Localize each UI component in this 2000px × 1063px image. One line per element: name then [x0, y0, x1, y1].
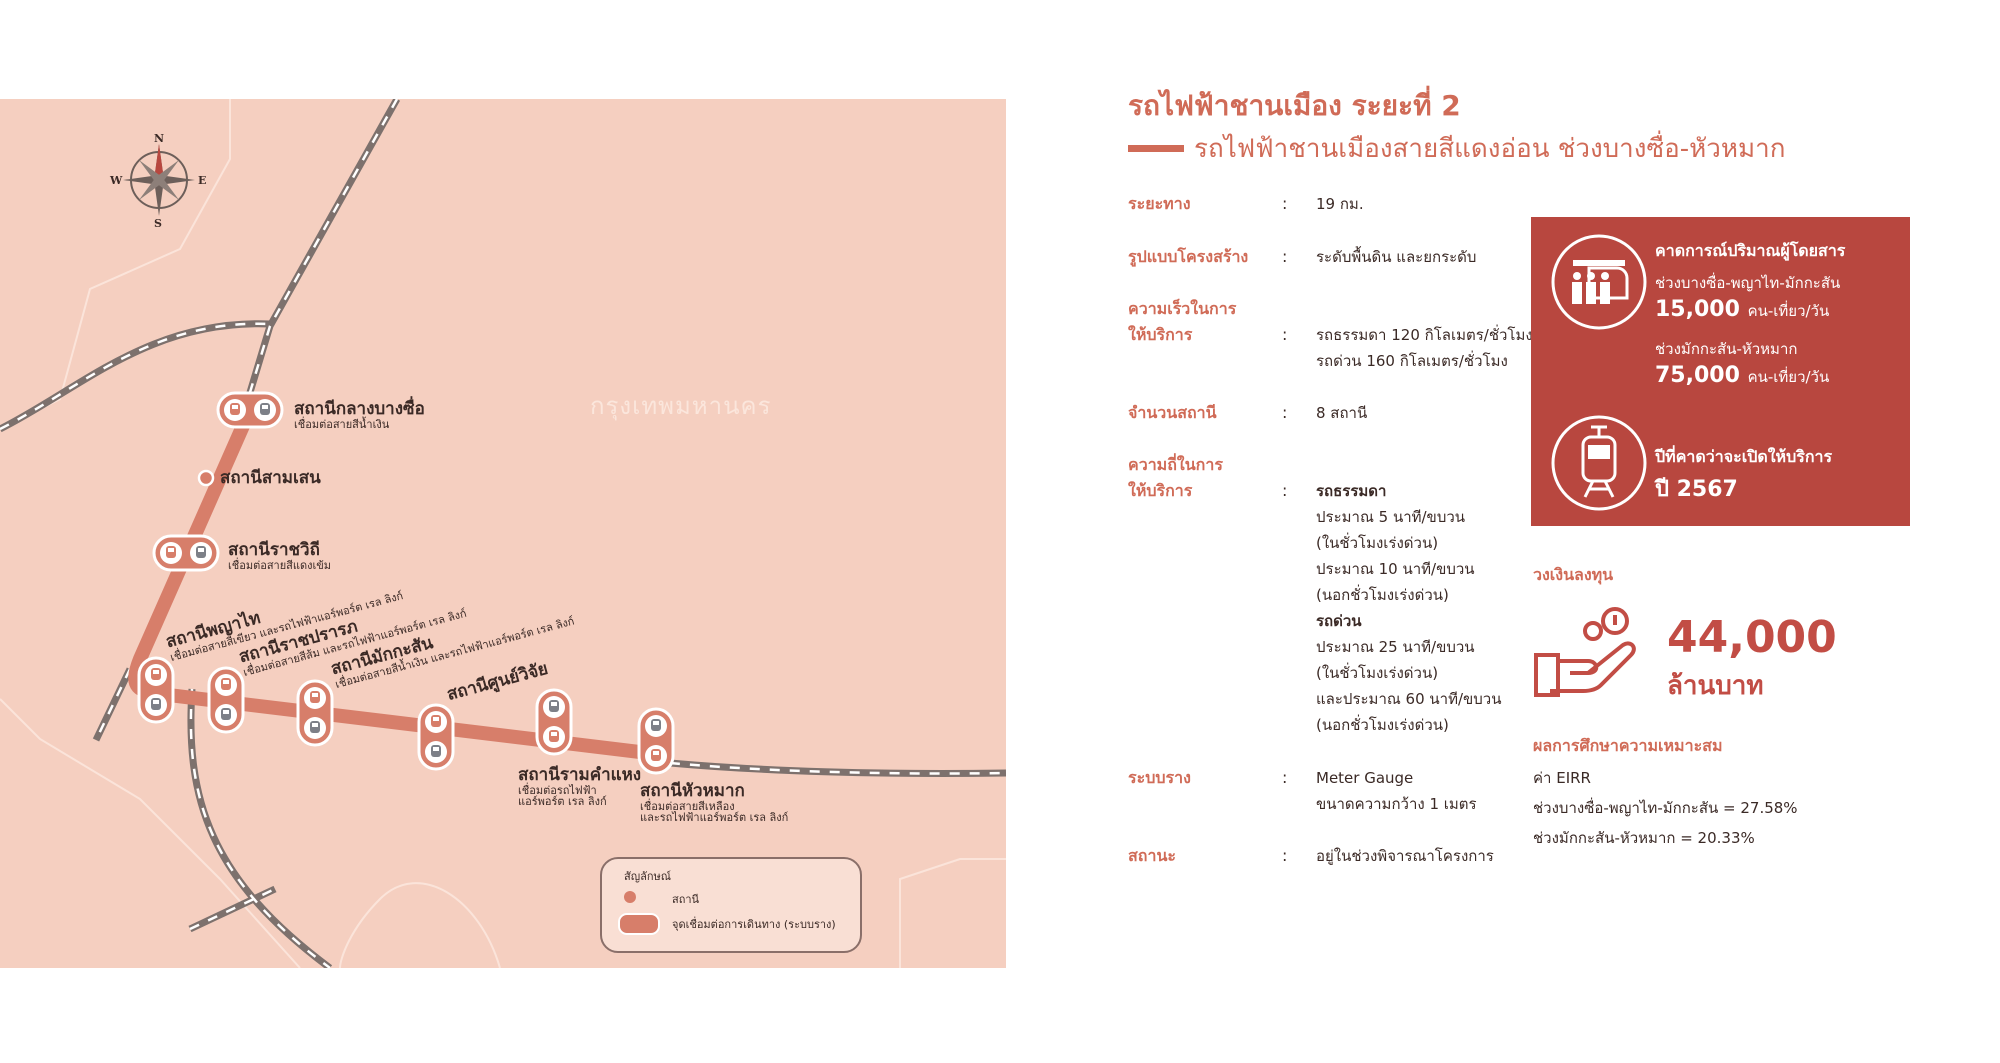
page-title: รถไฟฟ้าชานเมือง ระยะที่ 2: [1128, 89, 1461, 122]
train-icon: [1551, 415, 1647, 511]
colon: :: [1282, 481, 1288, 500]
district-boundaries: [0, 99, 1006, 968]
train-icon: [304, 687, 326, 709]
rail-north: [241, 99, 401, 411]
colon: :: [1282, 403, 1288, 422]
passengers-train-icon: [1551, 234, 1647, 330]
status-value: อยู่ในช่วงพิจารณาโครงการ: [1316, 847, 1494, 865]
distance-label: ระยะทาง: [1128, 194, 1191, 213]
interchange-station-marker: [137, 656, 175, 724]
structure-value: ระดับพื้นดิน และยกระดับ: [1316, 248, 1477, 266]
station-markers: [137, 391, 675, 775]
route-map: N S E W กรุงเทพมหานคร สถานีกลางบางซื่อเช…: [0, 99, 1006, 968]
legend-title: สัญลักษณ์: [624, 870, 671, 883]
ridership-box: คาดการณ์ปริมาณผู้โดยสาร ช่วงบางซื่อ-พญาไ…: [1531, 217, 1910, 526]
colon: :: [1282, 325, 1288, 344]
interchange-station-marker: [296, 679, 334, 747]
train-icon: [190, 542, 212, 564]
train-icon: [145, 664, 167, 686]
compass-e: E: [198, 174, 207, 187]
legend-station: สถานี: [672, 893, 700, 906]
colon: :: [1282, 194, 1288, 213]
heavy-rail-lines: [0, 99, 1006, 968]
colon: :: [1282, 247, 1288, 266]
stations-value: 8 สถานี: [1316, 404, 1368, 422]
track-label: ระบบราง: [1128, 768, 1191, 787]
interchange-station-marker: [207, 666, 245, 734]
train-icon: [543, 696, 565, 718]
city-label: กรุงเทพมหานคร: [590, 392, 772, 420]
train-icon: [160, 542, 182, 564]
interchange-station-marker: [535, 688, 573, 756]
train-icon: [145, 694, 167, 716]
map-graphics: [0, 99, 1006, 968]
train-icon: [224, 399, 246, 421]
train-icon: [215, 704, 237, 726]
ridership-seg1: ช่วงบางซื่อ-พญาไท-มักกะสัน: [1655, 274, 1841, 292]
ridership-title: คาดการณ์ปริมาณผู้โดยสาร: [1655, 241, 1846, 260]
ridership-num2: 75,000 คน-เที่ยว/วัน: [1655, 363, 1830, 388]
compass-w: W: [110, 174, 123, 187]
train-icon: [543, 726, 565, 748]
speed-value: รถธรรมดา 120 กิโลเมตร/ชั่วโมงรถด่วน 160 …: [1316, 326, 1533, 370]
station-dot: [197, 469, 215, 487]
interchange-station-marker: [417, 703, 455, 771]
eirr-label: ค่า EIRR: [1533, 769, 1591, 787]
ridership-seg2: ช่วงมักกะสัน-หัวหมาก: [1655, 340, 1798, 358]
train-icon: [254, 399, 276, 421]
compass-n: N: [154, 132, 165, 145]
investment-title: วงเงินลงทุน: [1533, 565, 1614, 584]
map-legend: สัญลักษณ์ สถานี จุดเชื่อมต่อการเดินทาง (…: [600, 857, 862, 953]
compass-s: S: [154, 217, 162, 230]
eirr-seg1: ช่วงบางซื่อ-พญาไท-มักกะสัน = 27.58%: [1533, 799, 1798, 817]
station-label-ratchawithi: สถานีราชวิถีเชื่อมต่อสายสีแดงเข้ม: [228, 540, 332, 572]
speed-label: ความเร็วในการให้บริการ: [1128, 299, 1237, 344]
distance-value: 19 กม.: [1316, 195, 1364, 213]
subtitle-text: รถไฟฟ้าชานเมืองสายสีแดงอ่อน ช่วงบางซื่อ-…: [1194, 134, 1786, 164]
station-label-bang-sue: สถานีกลางบางซื่อเชื่อมต่อสายสีน้ำเงิน: [294, 399, 425, 431]
ridership-num1: 15,000 คน-เที่ยว/วัน: [1655, 297, 1830, 322]
frequency-value: รถธรรมดา ประมาณ 5 นาที/ขบวน (ในชั่วโมงเร…: [1316, 482, 1502, 734]
interchange-station-marker: [637, 707, 675, 775]
investment-amount: 44,000: [1667, 612, 1837, 663]
train-icon: [645, 745, 667, 767]
colon: :: [1282, 768, 1288, 787]
station-label-ramkhamhaeng: สถานีรามคำแหงเชื่อมต่อรถไฟฟ้าแอร์พอร์ต เ…: [518, 765, 642, 809]
train-icon: [425, 741, 447, 763]
structure-label: รูปแบบโครงสร้าง: [1128, 247, 1249, 266]
interchange-station-marker: [152, 534, 220, 572]
interchange-station-marker: [216, 391, 284, 429]
colon: :: [1282, 846, 1288, 865]
status-label: สถานะ: [1128, 846, 1176, 865]
hand-coins-icon: [1534, 607, 1636, 697]
page-subtitle: รถไฟฟ้าชานเมืองสายสีแดงอ่อน ช่วงบางซื่อ-…: [1128, 128, 1785, 169]
train-icon: [215, 674, 237, 696]
stations-label: จำนวนสถานี: [1128, 403, 1217, 422]
opening-title: ปีที่คาดว่าจะเปิดให้บริการ: [1655, 447, 1833, 466]
subtitle-bar: [1128, 145, 1184, 152]
frequency-label: ความถี่ในการให้บริการ: [1128, 455, 1223, 500]
eirr-seg2: ช่วงมักกะสัน-หัวหมาก = 20.33%: [1533, 829, 1755, 847]
legend-interchange: จุดเชื่อมต่อการเดินทาง (ระบบราง): [672, 918, 836, 931]
station-label-hua-mak: สถานีหัวหมากเชื่อมต่อสายสีเหลืองและรถไฟฟ…: [640, 781, 789, 825]
station-label-sam-sen: สถานีสามเสน: [220, 468, 321, 488]
compass-icon: [123, 144, 195, 216]
rail-west: [0, 320, 271, 433]
legend-interchange-icon: [618, 913, 660, 935]
train-icon: [645, 715, 667, 737]
feasibility-title: ผลการศึกษาความเหมาะสม: [1533, 736, 1723, 755]
train-icon: [425, 711, 447, 733]
investment-unit: ล้านบาท: [1667, 671, 1764, 701]
train-icon: [304, 717, 326, 739]
opening-year: ปี 2567: [1655, 477, 1738, 502]
legend-station-dot-icon: [624, 891, 636, 903]
